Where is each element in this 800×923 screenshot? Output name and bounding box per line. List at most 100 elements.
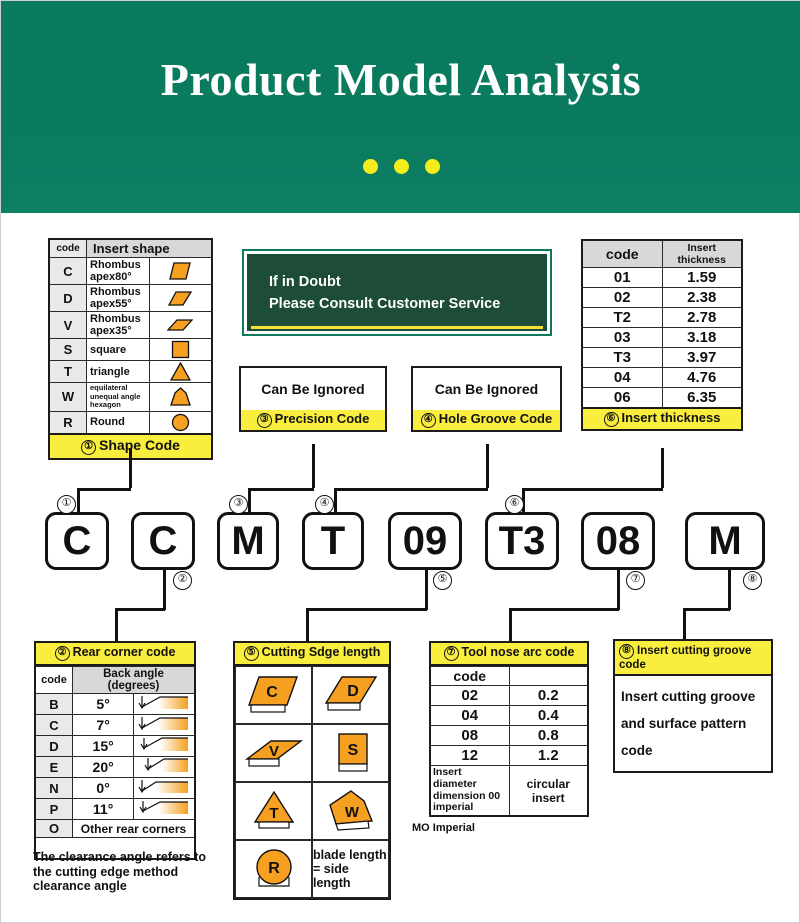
- badge-1: ①: [81, 439, 97, 455]
- col-code: code: [581, 239, 663, 268]
- connector-7-h: [509, 608, 619, 611]
- code-box-1-value: C: [62, 518, 92, 563]
- consult-callout: If in Doubt Please Consult Customer Serv…: [242, 249, 552, 336]
- connector-8-h: [683, 608, 730, 611]
- badge-4: ④: [420, 413, 436, 428]
- thickness-value-04: 4.76: [661, 367, 743, 388]
- connector-5-v1: [425, 570, 428, 610]
- groove-line-1: Insert cutting groove: [621, 689, 756, 705]
- connector-7-v2: [509, 608, 512, 641]
- code-box-5[interactable]: 09: [388, 512, 462, 570]
- svg-text:T: T: [269, 805, 278, 822]
- table-row: 03 3.18: [581, 327, 743, 348]
- rear-code-P: P: [34, 798, 73, 820]
- table-row: N 0°: [34, 777, 196, 799]
- table-row: D 15°: [34, 735, 196, 757]
- rhombus-80-insert-icon: C: [235, 666, 312, 724]
- shape-name-T: triangle: [86, 360, 150, 383]
- nose-value-02: 0.2: [508, 685, 589, 706]
- code-box-2-value: C: [148, 518, 178, 563]
- code-box-1[interactable]: C: [45, 512, 109, 570]
- thickness-code-03: 03: [581, 327, 663, 348]
- table-row: 06 6.35: [581, 387, 743, 409]
- code-box-2[interactable]: C: [131, 512, 195, 570]
- round-insert-icon: R: [235, 840, 312, 898]
- rear-angle-B: 5°: [71, 693, 135, 715]
- table-row: V Rhombus apex35°: [48, 311, 213, 339]
- shape-name-W: equilateral unequal angle hexagon: [86, 382, 150, 412]
- rear-corner-note: The clearance angle refers to the cuttin…: [33, 850, 206, 893]
- code-box-6[interactable]: T3: [485, 512, 559, 570]
- rear-corner-table: code Back angle (degrees) B 5° C 7° D 15…: [34, 666, 196, 860]
- marker-2: ②: [173, 571, 192, 590]
- svg-text:S: S: [347, 742, 358, 759]
- badge-5: ⑤: [243, 646, 259, 661]
- svg-text:C: C: [266, 684, 278, 701]
- table-row: 02 0.2: [429, 685, 589, 706]
- connector-6-h: [522, 488, 663, 491]
- cutting-edge-note: blade length = side length: [313, 848, 387, 890]
- thickness-value-T2: 2.78: [661, 307, 743, 328]
- col-radius: [508, 666, 589, 686]
- marker-3: ③: [229, 495, 248, 514]
- code-box-6-value: T3: [498, 518, 546, 563]
- code-box-3[interactable]: M: [217, 512, 279, 570]
- nose-arc-table: code 02 0.2 04 0.4 08 0.8 12 1.2 Insert …: [429, 666, 589, 817]
- thickness-code-02: 02: [581, 287, 663, 308]
- circle-icon: [148, 410, 213, 435]
- angle-arrow-icon: [133, 777, 196, 799]
- code-box-8-value: M: [708, 518, 742, 563]
- thickness-code-T2: T2: [581, 307, 663, 328]
- nose-value-12: 1.2: [508, 745, 589, 766]
- table-row: T2 2.78: [581, 307, 743, 328]
- nose-footer-right: circular insert: [508, 765, 589, 817]
- col-back-angle: Back angle (degrees): [72, 666, 196, 694]
- code-box-4[interactable]: T: [302, 512, 364, 570]
- table-row: 02 2.38: [581, 287, 743, 308]
- table-row: [34, 837, 196, 860]
- connector-4-h: [334, 488, 488, 491]
- cutting-edge-grid: C D V S T W R blade length = side length: [233, 666, 391, 900]
- marker-1: ①: [57, 495, 76, 514]
- connector-8-v2: [683, 608, 686, 641]
- thickness-code-T3: T3: [581, 347, 663, 368]
- thickness-code-06: 06: [581, 387, 663, 409]
- shape-name-C: Rhombus apex80°: [86, 257, 150, 285]
- angle-arrow-icon: [133, 714, 196, 736]
- badge-2: ②: [54, 646, 70, 661]
- shape-name-V: Rhombus apex35°: [86, 311, 150, 339]
- table-row: D Rhombus apex55°: [48, 284, 213, 312]
- badge-7: ⑦: [443, 646, 459, 661]
- precision-code-footer-label: Precision Code: [274, 411, 370, 426]
- code-box-8[interactable]: M: [685, 512, 765, 570]
- table-row: 04 0.4: [429, 705, 589, 726]
- angle-arrow-icon: [133, 735, 196, 757]
- marker-5: ⑤: [433, 571, 452, 590]
- table-row: P 11°: [34, 798, 196, 820]
- rhombus-55-icon: [148, 284, 213, 312]
- connector-2-h: [115, 608, 165, 611]
- rhombus-35-icon: [148, 311, 213, 339]
- angle-arrow-icon: [133, 798, 196, 820]
- code-box-7[interactable]: 08: [581, 512, 655, 570]
- hole-groove-body: Can Be Ignored: [411, 366, 562, 410]
- groove-body: Insert cutting groove and surface patter…: [613, 676, 773, 774]
- dot-2: [393, 159, 409, 174]
- rear-code-O: O: [34, 819, 73, 838]
- connector-3-h: [248, 488, 314, 491]
- table-header-row: code Insert thickness: [581, 239, 743, 268]
- nose-arc-extra-note: MO Imperial: [412, 822, 475, 834]
- connector-1-v1: [129, 448, 132, 488]
- rear-angle-D: 15°: [71, 735, 135, 757]
- rear-corner-note-inner: [34, 837, 196, 860]
- rear-code-B: B: [34, 693, 73, 715]
- badge-3: ③: [256, 413, 272, 428]
- shape-code-footer-label: Shape Code: [99, 436, 180, 453]
